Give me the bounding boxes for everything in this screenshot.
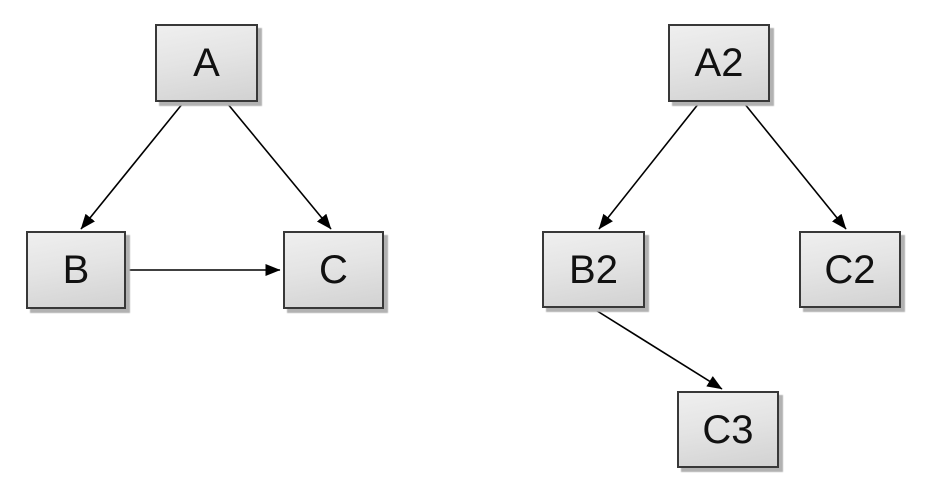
node-C2[interactable]: C2 [799, 231, 901, 308]
node-A[interactable]: A [155, 24, 258, 102]
node-label: A [193, 41, 220, 85]
edge-B2-C3 [593, 308, 723, 390]
edge-A2-B2 [598, 102, 700, 230]
node-C3[interactable]: C3 [677, 391, 779, 468]
node-label: A2 [694, 41, 744, 85]
node-label: C [319, 248, 348, 292]
node-label: B2 [569, 247, 618, 292]
edge-A-C [226, 102, 332, 230]
node-label: C3 [702, 407, 754, 452]
edge-A-B [80, 102, 184, 230]
node-label: C2 [824, 247, 876, 292]
node-label: B [62, 248, 90, 292]
node-B2[interactable]: B2 [542, 231, 645, 308]
edge-A2-C2 [743, 102, 847, 230]
node-B[interactable]: B [26, 231, 126, 309]
node-A2[interactable]: A2 [668, 24, 770, 102]
node-C[interactable]: C [283, 231, 384, 309]
